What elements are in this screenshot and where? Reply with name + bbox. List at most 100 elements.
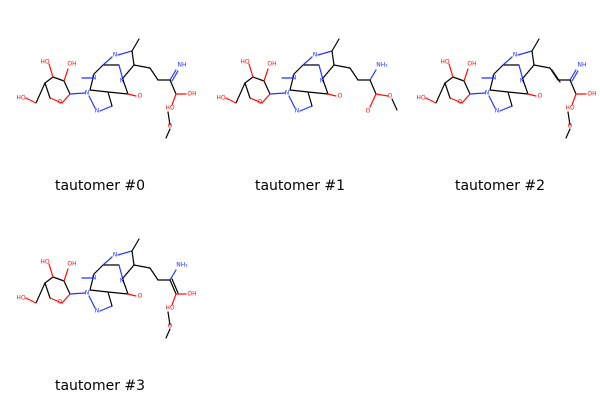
- bond-top: [122, 264, 135, 279]
- bond-methyl: [531, 38, 540, 52]
- atom-N-side: NH: [178, 62, 187, 69]
- bond-imid: [489, 89, 509, 93]
- bond-OH: [63, 68, 69, 82]
- bond-pur: [89, 273, 95, 291]
- bond-pur: [293, 64, 304, 75]
- bond-top: [531, 50, 535, 66]
- bond-ribose-o: [449, 97, 463, 104]
- bond-ribose: [44, 82, 51, 99]
- bond-side-double: [171, 278, 179, 294]
- bond-ribose: [244, 82, 251, 99]
- bond-pur: [107, 291, 129, 295]
- bond-OH: [63, 268, 69, 282]
- bond-top: [517, 50, 533, 56]
- bond-chain: [533, 64, 551, 69]
- bond-top: [117, 50, 133, 56]
- bond-top: [302, 56, 313, 66]
- atom-N-top: N: [513, 52, 518, 59]
- atom-OH-3: HO: [416, 95, 426, 102]
- tautomer-caption-0: tautomer #0: [54, 178, 146, 194]
- bond-ester-co: [369, 93, 377, 108]
- bond-ribose: [444, 76, 454, 84]
- bond-top: [102, 256, 113, 266]
- bond-pur: [93, 264, 104, 275]
- atom-N9: N: [285, 90, 290, 97]
- atom-N9: N: [85, 290, 90, 297]
- atom-O-ring: O: [258, 99, 263, 106]
- bond-ester-oc: [375, 93, 389, 97]
- bond-methyl-ester: [391, 98, 398, 111]
- bond-methyl: [331, 38, 340, 52]
- atom-OH-1: HO: [240, 59, 250, 66]
- bond-side: [169, 79, 177, 95]
- bond-imid: [507, 91, 513, 107]
- bond-ribose-o: [49, 297, 63, 304]
- bond-side: [169, 279, 177, 295]
- bond-ribose-o: [461, 93, 471, 104]
- bond-chain: [133, 264, 151, 269]
- bond-top: [522, 64, 535, 79]
- bond-top: [317, 50, 333, 56]
- bond-pur: [522, 79, 529, 95]
- bond-top: [131, 50, 135, 66]
- atom-HO-side: HO: [165, 305, 175, 312]
- atom-O-ring: O: [58, 99, 63, 106]
- bond-methoxy: [167, 311, 171, 326]
- bond-side: [569, 79, 577, 95]
- bond-ch2: [435, 82, 446, 104]
- bond-ribose-o: [249, 97, 263, 104]
- atom-N7: N: [95, 108, 100, 115]
- bond-imid: [288, 95, 296, 109]
- bond-pur: [518, 64, 524, 81]
- bond-imid: [107, 291, 113, 307]
- bond-methoxy: [567, 111, 571, 126]
- bond-imid: [289, 89, 309, 93]
- atom-O-carbonyl: O: [138, 93, 143, 100]
- bond-glycosidic: [269, 92, 286, 95]
- bond-methoxy: [167, 111, 171, 126]
- bond-top: [102, 56, 113, 66]
- atom-N9: N: [85, 90, 90, 97]
- atom-OH-2: OH: [267, 61, 276, 68]
- bond-ribose: [44, 76, 54, 84]
- bond-N: [169, 69, 177, 81]
- bond-imid: [499, 105, 513, 112]
- atom-N5: N: [520, 78, 525, 85]
- bond-chain: [349, 67, 359, 81]
- atom-HO-side: HO: [165, 105, 175, 112]
- atom-OH-3: HO: [16, 95, 26, 102]
- bond-imid: [299, 105, 313, 112]
- atom-N7: N: [95, 308, 100, 315]
- bond-ribose: [63, 80, 71, 95]
- bond-top: [117, 250, 133, 256]
- bond-imid: [488, 95, 496, 109]
- bond-top: [331, 50, 335, 66]
- atom-N-top: N: [113, 52, 118, 59]
- bond-OH: [48, 263, 54, 278]
- atom-OH-2: OH: [467, 61, 476, 68]
- bond-HO-side: [171, 93, 177, 106]
- atom-OH-1: HO: [40, 259, 50, 266]
- atom-N9: N: [485, 90, 490, 97]
- bond-ch2oh: [25, 97, 37, 104]
- bond-pur: [122, 279, 129, 295]
- bond-pur: [493, 64, 504, 75]
- bond-N-double: [171, 70, 179, 82]
- atom-OH-3: HO: [16, 295, 26, 302]
- atom-O-ring: O: [58, 299, 63, 306]
- bond-top: [322, 64, 335, 79]
- bond-HO-side: [571, 93, 577, 106]
- bond-ribose-o: [61, 93, 71, 104]
- bond-pur: [507, 91, 529, 95]
- bond-ribose-o: [61, 293, 71, 304]
- bond-chain: [149, 67, 159, 81]
- bond-N-double: [571, 70, 579, 82]
- bond-imid: [89, 89, 109, 93]
- bond-top: [502, 56, 513, 66]
- tautomer-caption-3: tautomer #3: [54, 378, 146, 394]
